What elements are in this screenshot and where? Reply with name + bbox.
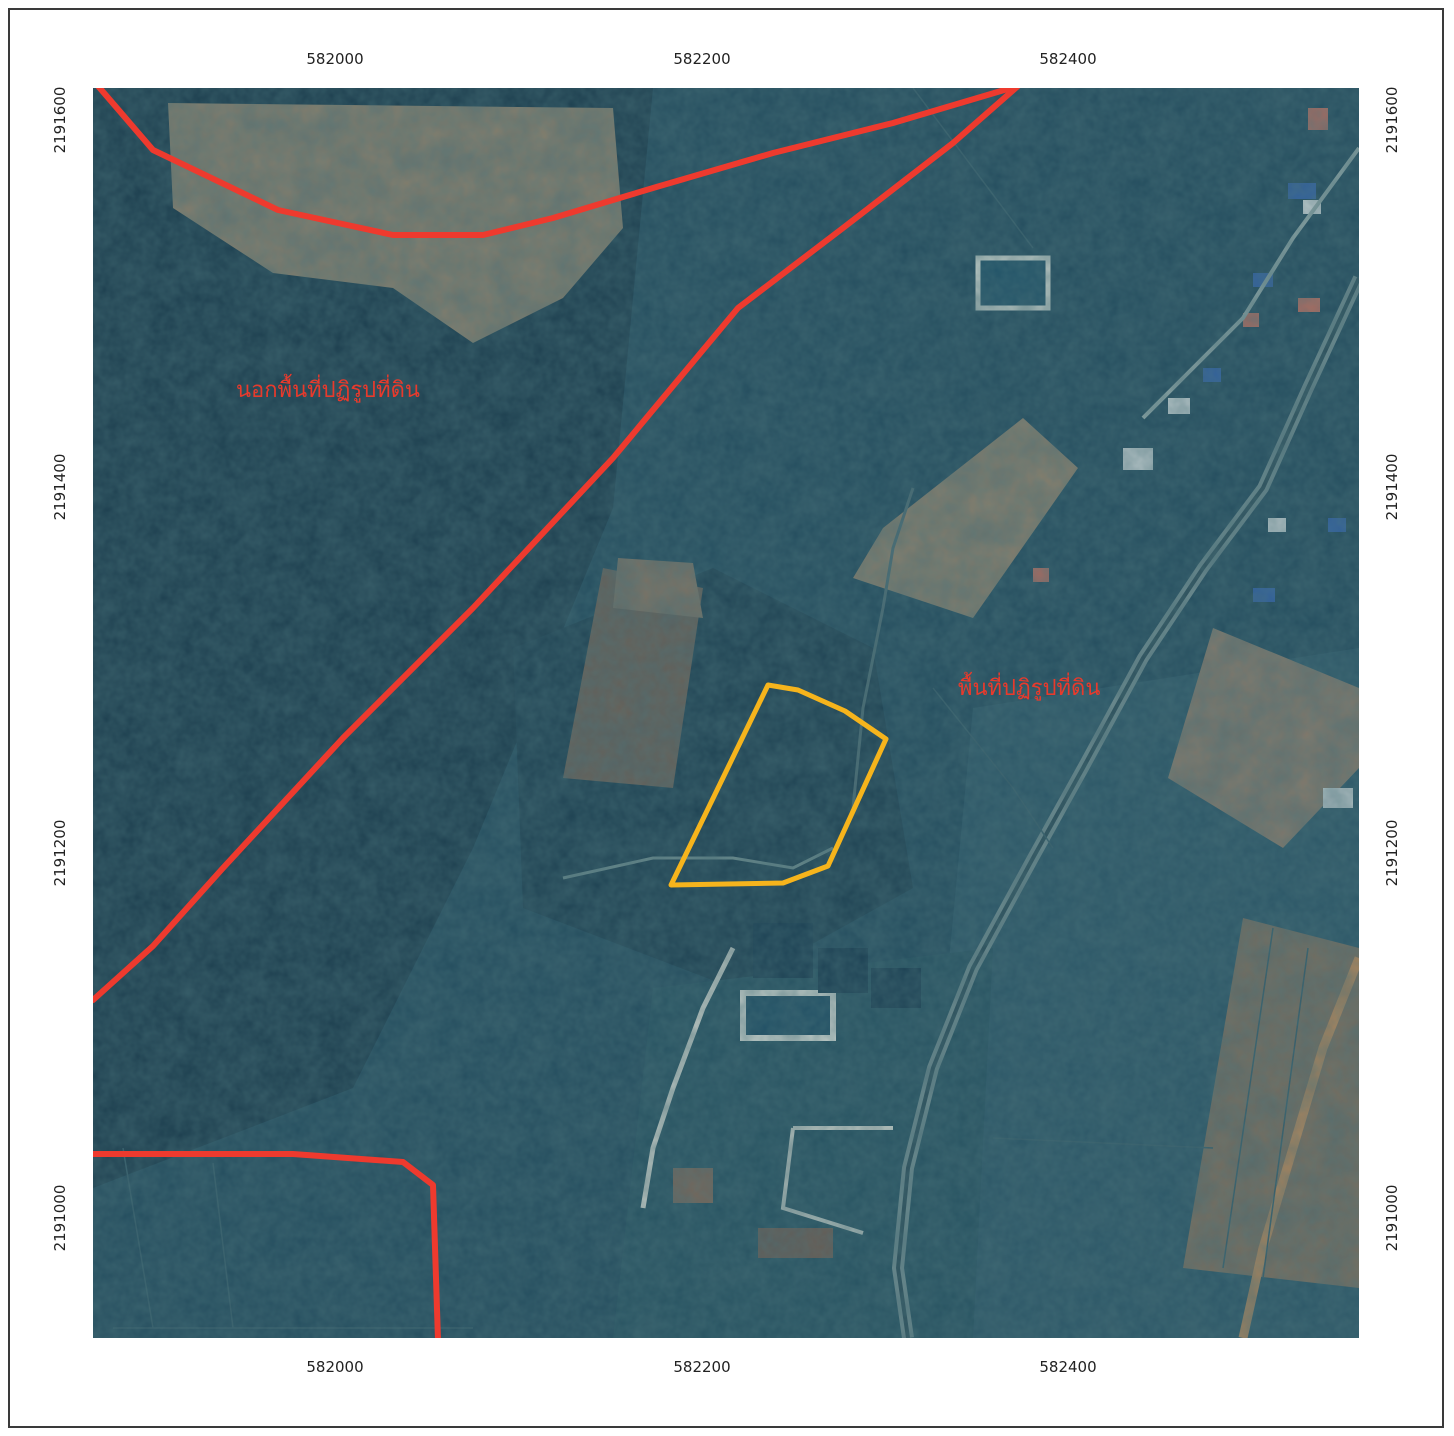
land-parcel-outline (668, 682, 889, 888)
x-tick-top-582200: 582200 (673, 50, 731, 68)
y-tick-right-2191400: 2191400 (1383, 453, 1401, 521)
y-tick-left-2191200: 2191200 (51, 819, 69, 887)
x-tick-top-582000: 582000 (306, 50, 364, 68)
y-tick-left-2191000: 2191000 (51, 1184, 69, 1252)
y-tick-left-2191600: 2191600 (51, 86, 69, 154)
x-tick-bottom-582200: 582200 (673, 1358, 731, 1376)
y-tick-left-2191400: 2191400 (51, 453, 69, 521)
x-tick-top-582400: 582400 (1039, 50, 1097, 68)
y-tick-right-2191200: 2191200 (1383, 819, 1401, 887)
satellite-map[interactable] (93, 88, 1359, 1338)
inside-land-reform-label: พื้นที่ปฏิรูปที่ดิน (958, 676, 1101, 701)
x-tick-bottom-582400: 582400 (1039, 1358, 1097, 1376)
land-reform-boundary (93, 88, 1021, 1338)
map-imagery (93, 88, 1359, 1338)
outside-land-reform-label: นอกพื้นที่ปฏิรูปที่ดิน (236, 378, 420, 403)
y-tick-right-2191000: 2191000 (1383, 1184, 1401, 1252)
y-tick-right-2191600: 2191600 (1383, 86, 1401, 154)
x-tick-bottom-582000: 582000 (306, 1358, 364, 1376)
